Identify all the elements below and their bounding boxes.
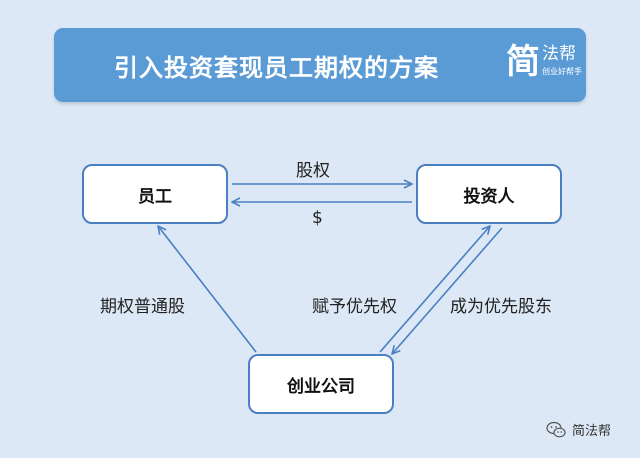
node-investor: 投资人 <box>416 164 562 224</box>
brand-logo: 简 法帮 创业好帮手 <box>506 42 582 88</box>
watermark: 简法帮 <box>546 420 611 439</box>
wechat-icon <box>546 421 566 437</box>
label-equity: 股权 <box>296 161 330 181</box>
arrow-startup-to-employee <box>158 226 257 353</box>
brand-logo-char: 简 <box>506 42 540 82</box>
arrow-investor-to-startup <box>392 227 503 354</box>
node-employee: 员工 <box>82 164 228 224</box>
brand-logo-slogan: 创业好帮手 <box>542 67 582 76</box>
label-grant-preference: 赋予优先权 <box>312 297 397 317</box>
label-dollar: $ <box>312 208 323 228</box>
title-banner: 引入投资套现员工期权的方案 简 法帮 创业好帮手 <box>54 28 586 102</box>
label-become-preferred-shareholder: 成为优先股东 <box>450 297 552 317</box>
brand-logo-name: 法帮 <box>542 44 576 64</box>
page-title: 引入投资套现员工期权的方案 <box>114 54 439 82</box>
node-startup: 创业公司 <box>248 354 394 414</box>
arrow-startup-to-investor <box>379 226 490 353</box>
watermark-text: 简法帮 <box>572 424 612 439</box>
label-option-common-stock: 期权普通股 <box>100 297 185 317</box>
